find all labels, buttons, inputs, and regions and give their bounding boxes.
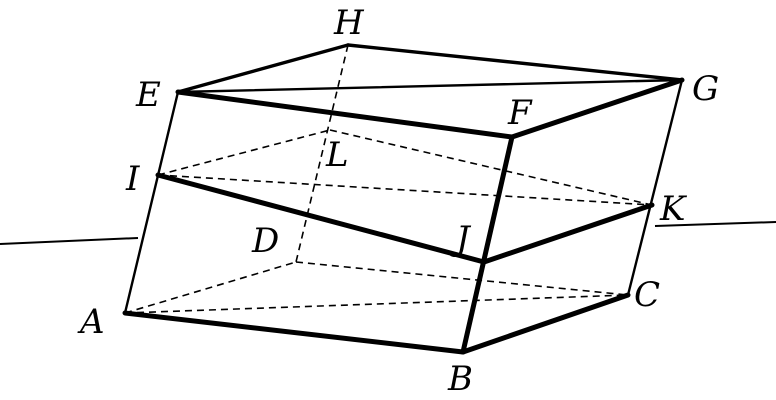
edge-HD — [295, 44, 349, 263]
edge-IK — [157, 174, 653, 206]
edge-GC — [626, 78, 684, 297]
vertex-label-K: K — [659, 189, 688, 229]
edge-AC — [124, 294, 629, 314]
edge-JK — [481, 202, 655, 265]
vertex-label-H: H — [333, 3, 365, 43]
edge-FB — [460, 134, 515, 355]
vertex-label-B: B — [447, 359, 473, 399]
edge-LK — [329, 129, 653, 206]
edge-FG — [509, 77, 685, 140]
edge-BC — [460, 292, 631, 355]
ground-line-right — [654, 221, 776, 227]
vertex-label-I: I — [125, 159, 140, 199]
vertex-label-J: J — [450, 219, 472, 259]
edge-DC — [295, 261, 629, 296]
edge-AD — [124, 261, 297, 314]
vertex-label-G: G — [692, 69, 719, 109]
vertex-label-C: C — [634, 275, 660, 315]
edge-IL — [157, 129, 331, 176]
vertex-label-E: E — [135, 75, 161, 115]
edge-EH — [176, 43, 350, 94]
vertex-label-D: D — [251, 221, 279, 261]
edge-HG — [346, 43, 684, 82]
vertex-label-A: A — [77, 302, 105, 342]
edge-EA — [123, 90, 180, 315]
edge-EF — [175, 89, 515, 140]
ground-line-left — [0, 237, 139, 245]
vertex-label-F: F — [507, 93, 533, 133]
edge-EG — [176, 78, 684, 94]
vertex-label-L: L — [325, 135, 349, 175]
edge-IJ — [155, 172, 487, 265]
edge-AB — [122, 310, 466, 355]
